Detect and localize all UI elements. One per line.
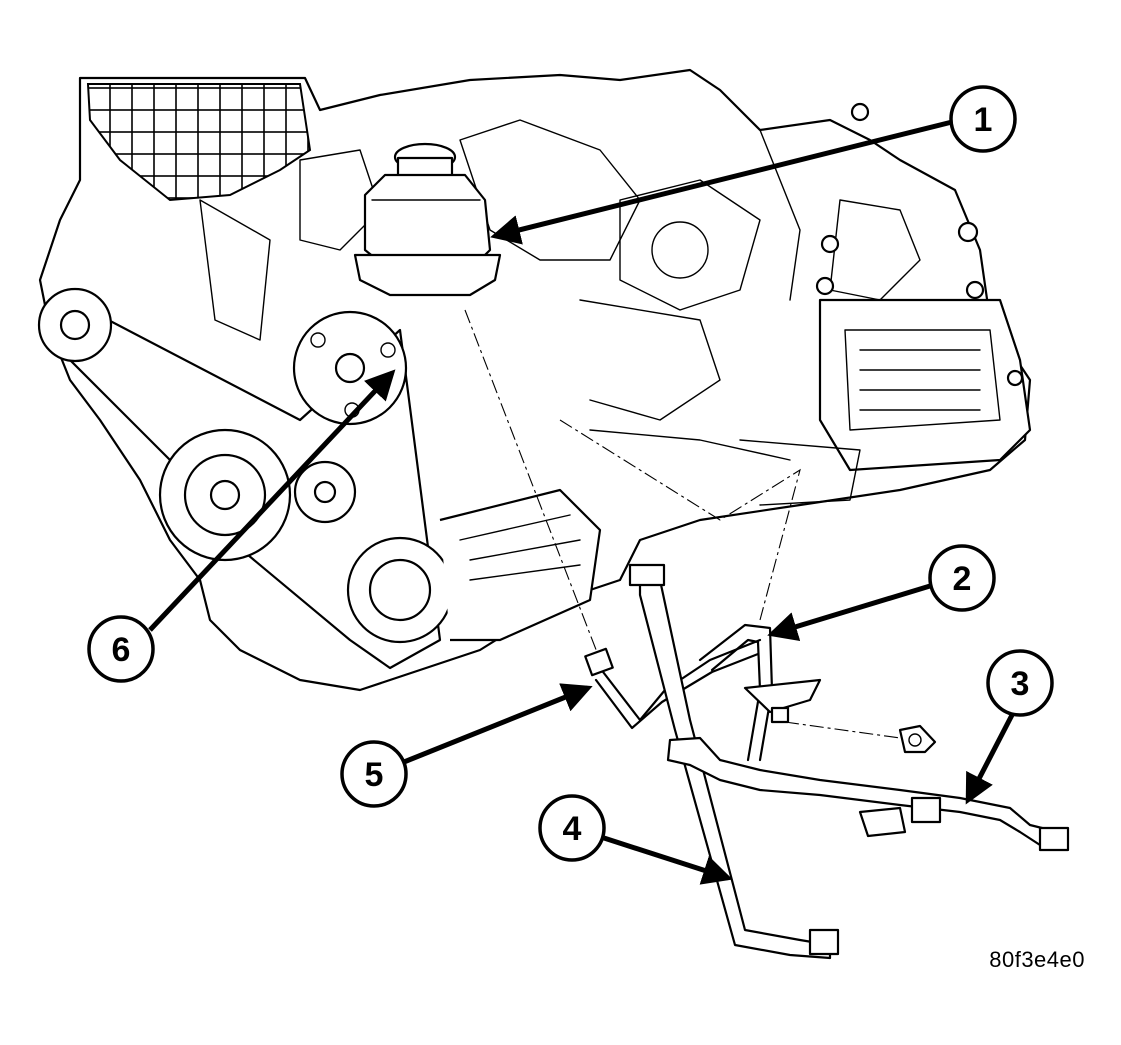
power-steering-reservoir [353,142,502,297]
figure-id: 80f3e4e0 [989,947,1085,972]
callout-1: 1 [949,85,1017,153]
hose-assembly [464,309,1070,960]
callout-4-number: 4 [563,810,582,848]
callout-3-number: 3 [1011,665,1030,703]
callout-1-number: 1 [974,101,993,139]
bolt [898,724,937,754]
callout-5: 5 [340,740,408,808]
callout-4: 4 [538,794,606,862]
callout-2-number: 2 [953,560,972,598]
callout-5-number: 5 [365,756,384,794]
callout-6: 6 [87,615,155,683]
leader-lines [148,119,1015,885]
engine-block [38,68,1032,692]
callout-6-number: 6 [112,631,131,669]
callout-2: 2 [928,544,996,612]
callout-3: 3 [986,649,1054,717]
